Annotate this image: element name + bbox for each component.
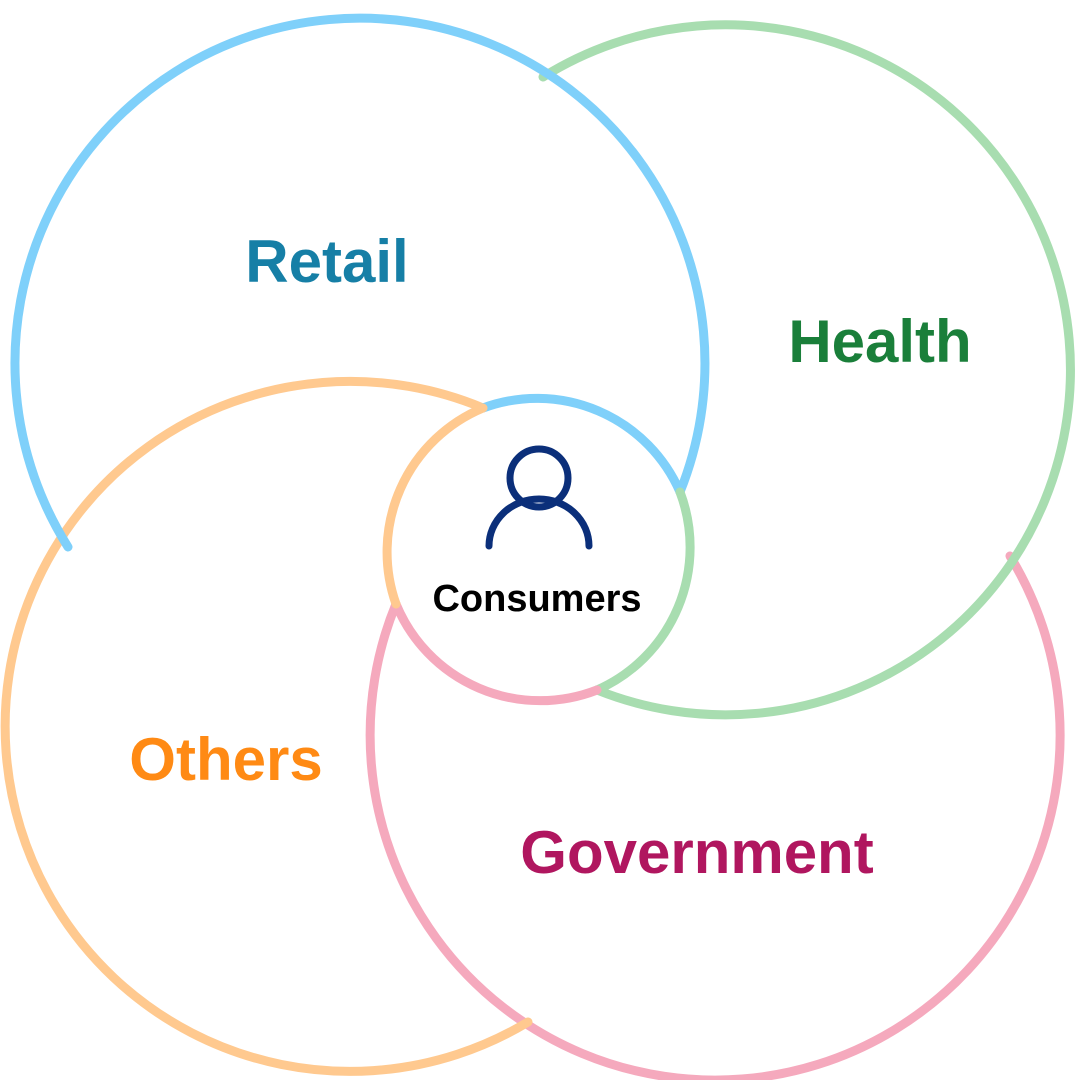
government-label: Government bbox=[520, 819, 873, 886]
others-inner-arc bbox=[382, 403, 488, 609]
others-ring bbox=[0, 376, 533, 1076]
retail-inner-arc bbox=[478, 393, 685, 497]
center-label: Consumers bbox=[432, 578, 641, 620]
health-label: Health bbox=[788, 308, 971, 375]
health-ring bbox=[538, 20, 1075, 720]
person-icon bbox=[485, 445, 593, 550]
retail-ring bbox=[10, 13, 710, 552]
government-ring bbox=[365, 551, 1065, 1080]
government-inner-arc bbox=[391, 599, 602, 706]
retail-label: Retail bbox=[245, 228, 408, 295]
others-label: Others bbox=[129, 726, 322, 793]
health-inner-arc bbox=[592, 487, 695, 695]
